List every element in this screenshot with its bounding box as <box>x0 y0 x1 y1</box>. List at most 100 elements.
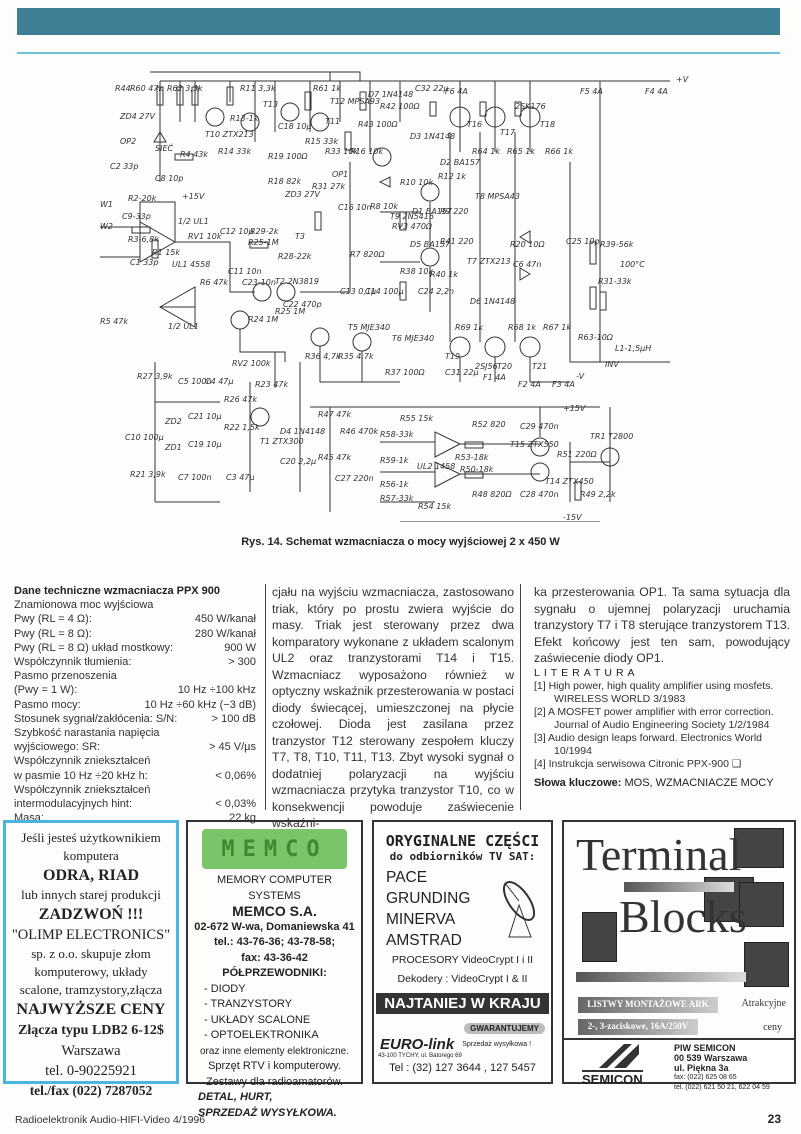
article-text: cjału na wyjściu wzmacniacza, zastosowan… <box>272 585 514 830</box>
label: C19 10µ <box>188 440 222 449</box>
label: R33 10k <box>325 147 359 156</box>
label: R16 10k <box>350 147 384 156</box>
label: R69 1k <box>455 323 484 332</box>
semicon-logo-icon <box>599 1044 639 1068</box>
label: C7 100n <box>178 473 212 482</box>
semicon-logo: SEMICON <box>582 1070 643 1087</box>
label: F1 4A <box>483 373 506 382</box>
spec-row: Znamionowa moc wyjściowa <box>14 598 256 612</box>
label: T1 ZTX300 <box>260 437 304 446</box>
spec-label: intermodulacyjnych hint: <box>14 798 133 811</box>
label: UL1 4558 <box>172 260 211 269</box>
spec-row: Współczynnik tłumienia:> 300 <box>14 655 256 669</box>
blocks-heading: Blocks <box>619 891 747 942</box>
label: R18 82k <box>268 177 302 186</box>
label: -V <box>576 372 585 381</box>
label: R25 1M <box>275 307 306 316</box>
spec-row: Szybkość narastania napięcia <box>14 726 256 740</box>
label: TR1 T2800 <box>590 432 634 441</box>
label: R45 47k <box>318 453 352 462</box>
literature-heading: LITERATURA <box>534 666 639 679</box>
label: R42 100Ω <box>380 102 420 111</box>
label: D6 1N4148 <box>470 297 516 306</box>
spec-label: Współczynnik zniekształceń <box>14 783 151 796</box>
spec-label: Znamionowa moc wyjściowa <box>14 599 154 612</box>
semicon-advertisement: Terminal Blocks LISTWY MONTAŻOWE ARK Atr… <box>562 820 796 1091</box>
eurolink-logo: EURO-link <box>380 1036 455 1053</box>
label: C22 470p <box>283 300 322 309</box>
label: R31-33k <box>598 277 632 286</box>
brand: PACE <box>386 869 428 886</box>
label: +15V <box>182 192 205 201</box>
label: R25-1M <box>248 238 279 247</box>
memco-advertisement: MEMCO MEMORY COMPUTER SYSTEMS MEMCO S.A.… <box>186 820 363 1119</box>
label: T17 <box>500 128 516 137</box>
label: D3 1N4148 <box>410 132 456 141</box>
terminal-block-image <box>744 942 789 987</box>
label: R64 1k <box>472 147 501 156</box>
label: R27 3,9k <box>137 372 173 381</box>
label: R29-2k <box>250 227 279 236</box>
ad-line: Dekodery : VideoCrypt I & II <box>397 973 528 985</box>
eurolink-advertisement: ORYGINALNE CZĘŚCI do odbiorników TV SAT:… <box>372 820 553 1084</box>
label: R15 33k <box>305 137 339 146</box>
ad-line: ODRA, RIAD <box>43 867 139 884</box>
keywords: Słowa kluczowe: MOS, WZMACNIACZE MOCY <box>534 777 790 790</box>
label: C8 10p <box>155 174 184 183</box>
label: R60 47k <box>130 84 164 93</box>
ad-line: ceny <box>763 1022 782 1033</box>
label: R48 820Ω <box>472 490 512 499</box>
memco-logo: MEMCO <box>202 829 347 869</box>
spec-row: w pasmie 10 Hz ÷20 kHz h:< 0,06% <box>14 769 256 783</box>
label: R55 15k <box>400 414 434 423</box>
label: R11 3,3k <box>240 84 276 93</box>
spec-label: Pwy (RL = 8 Ω) układ mostkowy: <box>14 641 174 654</box>
label: C6 47n <box>513 260 542 269</box>
spec-value: 10 Hz ÷60 kHz (−3 dB) <box>144 698 257 711</box>
ad-phone: Tel : (32) 127 3644 , 127 5457 <box>389 1062 536 1074</box>
ad-line: tel. (022) 621 50 21, 622 04 59 <box>674 1084 770 1091</box>
label: R5 47k <box>100 317 129 326</box>
label: R23 47k <box>255 380 289 389</box>
label: 2SJ56 <box>475 362 498 371</box>
amplifier-schematic: R44 R60 47k R62 3,3k ZD4 27V OP2 SIEĆ T1… <box>100 62 700 523</box>
ad-title: ORYGINALNE CZĘŚCI <box>385 832 540 850</box>
label: RV1 10k <box>188 232 222 241</box>
keywords-value: MOS, WZMACNIACZE MOCY <box>621 776 774 789</box>
ad-line: 02-672 W-wa, Domaniewska 41 <box>194 920 355 933</box>
figure-caption: Rys. 14. Schemat wzmacniacza o mocy wyjś… <box>241 536 560 548</box>
label: T9 2N5416 <box>390 212 434 221</box>
spec-label: Pwy (RL = 4 Ω): <box>14 613 92 626</box>
label: D1 BA157 <box>412 207 453 216</box>
label: R4 43k <box>180 150 209 159</box>
spec-row: Współczynnik zniekształceń <box>14 754 256 768</box>
label: ZD2 <box>165 417 182 426</box>
terminal-block-image <box>734 828 784 868</box>
spec-label: Stosunek sygnał/zakłócenia: S/N: <box>14 712 178 725</box>
ad-banner: 2-, 3-zaciskowe, 16A/250V <box>578 1019 698 1035</box>
label: C20 2,2µ <box>280 457 317 466</box>
ad-subtitle: do odbiorników TV SAT: <box>389 850 536 863</box>
reference-item: [4] Instrukcja serwisowa Citronic PPX-90… <box>534 757 742 770</box>
header-divider <box>17 52 780 54</box>
label: +15V <box>563 404 586 413</box>
label: C25 10p <box>566 237 600 246</box>
article-column-2: cjału na wyjściu wzmacniacza, zastosowan… <box>265 584 521 830</box>
ad-line: tel./fax (022) 7287052 <box>29 1083 153 1098</box>
label: R65 1k <box>507 147 536 156</box>
ad-line: SPRZEDAŻ WYSYŁKOWA. <box>198 1106 337 1119</box>
label: R8 10k <box>370 202 399 211</box>
label: ZD3 27V <box>285 190 320 199</box>
label: C21 10µ <box>188 412 222 421</box>
spec-label: Współczynnik tłumienia: <box>14 656 132 669</box>
ad-line: Zestawy dla radioamatorów. <box>206 1075 343 1088</box>
label: R14 33k <box>218 147 252 156</box>
ad-line: DETAL, HURT, <box>198 1091 273 1103</box>
spec-row: Współczynnik zniekształceń <box>14 783 256 797</box>
label: R68 1k <box>508 323 537 332</box>
label: SIEĆ <box>155 144 174 153</box>
label: R59-1k <box>380 456 409 465</box>
label: C24 2,2n <box>418 287 455 296</box>
ad-line: fax: 43-36-42 <box>241 951 308 964</box>
